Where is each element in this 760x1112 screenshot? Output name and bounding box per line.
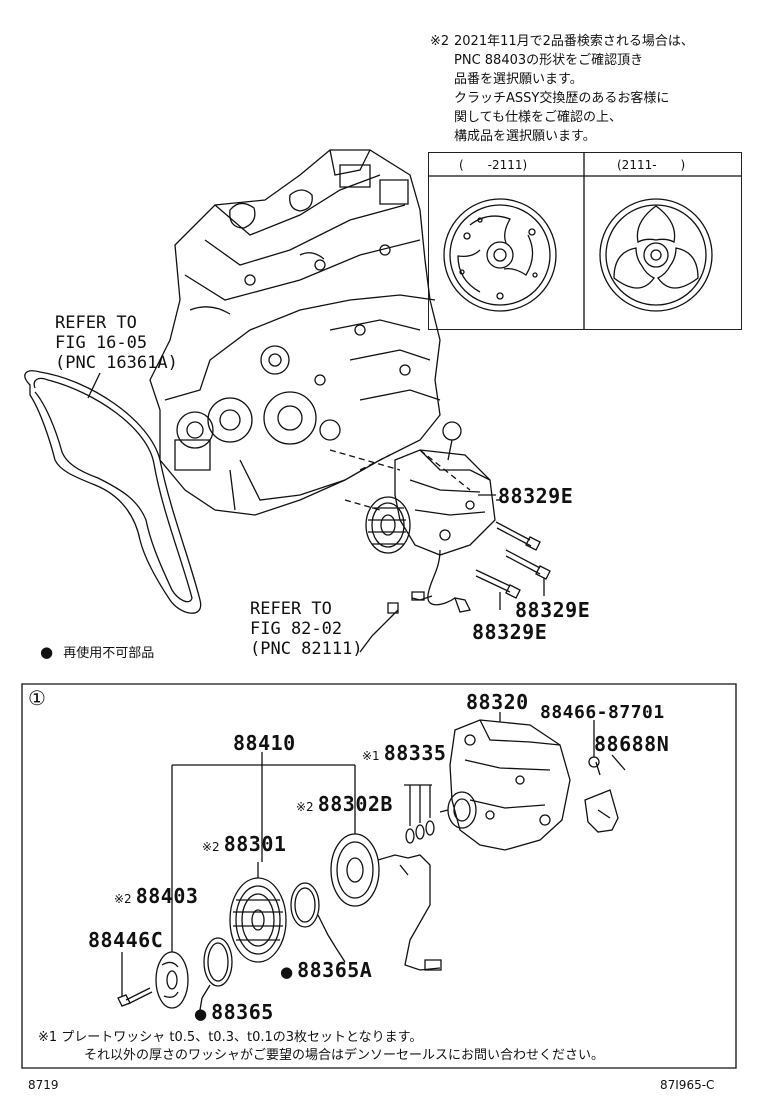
footnote-line-1: ※1 プレートワッシャ t0.5、t0.3、t0.1の3枚セットとなります。 xyxy=(38,1030,423,1045)
assy-88410-bracket xyxy=(172,752,355,900)
clutch-variant-old xyxy=(444,199,556,311)
belt-ref-leader xyxy=(88,373,100,398)
top-note-line-3: 品番を選択願います。 xyxy=(454,72,583,87)
bolt-a-drawing xyxy=(496,522,540,550)
note-mark: ※2 xyxy=(430,34,450,49)
detail-compressor xyxy=(440,720,570,850)
detail-frame-outline xyxy=(22,684,736,1068)
detail-bolt xyxy=(118,952,152,1006)
label-88302b-number: 88302B xyxy=(317,792,393,816)
top-note-line-2: PNC 88403の形状をご確認頂き xyxy=(454,53,644,68)
footer-left: 8719 xyxy=(28,1078,59,1092)
label-88365a-mark: ● xyxy=(280,963,294,981)
legend: ● 再使用不可部品 xyxy=(40,642,154,661)
label-88329e-c: 88329E xyxy=(472,620,548,644)
bolt-c-drawing xyxy=(476,570,520,598)
label-88335-number: 88335 xyxy=(383,741,447,765)
label-88301-number: 88301 xyxy=(223,832,287,856)
belt-ref-line-1: REFER TO xyxy=(55,313,137,333)
variant-left-header: ( -2111) xyxy=(459,158,528,172)
label-88365: ●88365 xyxy=(194,1000,274,1024)
detail-snap-ring xyxy=(291,883,336,948)
top-note-line-6: 構成品を選択願います。 xyxy=(454,129,596,144)
footer-right: 87I965-C xyxy=(660,1078,715,1092)
label-88688n: 88688N xyxy=(594,732,670,756)
variant-right-header: (2111- ) xyxy=(617,158,686,172)
belt-ref-line-3: (PNC 16361A) xyxy=(55,353,178,373)
label-88466-87701: 88466-87701 xyxy=(540,702,665,723)
top-note-line-4: クラッチASSY交換歴のあるお客様に xyxy=(454,91,670,106)
sensor-ref-line-3: (PNC 82111) xyxy=(250,639,363,659)
engine-block xyxy=(150,150,440,515)
label-88403-number: 88403 xyxy=(135,884,199,908)
sensor-ref-line-1: REFER TO xyxy=(250,599,332,619)
bolt-b-drawing xyxy=(506,550,550,579)
sensor-ref-line-2: FIG 82-02 xyxy=(250,619,343,639)
label-88302b-mark: ※2 xyxy=(296,800,314,814)
label-88410: 88410 xyxy=(233,731,296,755)
label-88335-mark: ※1 xyxy=(362,749,380,763)
detail-snap-ring-2 xyxy=(202,938,232,998)
belt-ref-line-2: FIG 16-05 xyxy=(55,333,148,353)
detail-bracket xyxy=(585,755,625,832)
legend-bullet: ● xyxy=(40,643,54,661)
label-88365-mark: ● xyxy=(194,1005,208,1023)
detail-circle: ① xyxy=(28,686,46,710)
label-88301-mark: ※2 xyxy=(202,840,220,854)
label-88320: 88320 xyxy=(466,690,529,714)
label-88446c: 88446C xyxy=(88,928,164,952)
detail-stator xyxy=(331,812,441,970)
label-88365a: ●88365A xyxy=(280,958,372,982)
label-88329e-b: 88329E xyxy=(515,598,591,622)
detail-hub xyxy=(156,900,188,1008)
label-88365-number: 88365 xyxy=(211,1000,274,1024)
top-note-line-5: 関しても仕様をご確認の上、 xyxy=(454,110,622,125)
label-88403-mark: ※2 xyxy=(114,892,132,906)
label-88365a-number: 88365A xyxy=(297,958,373,982)
label-88329e-a: 88329E xyxy=(498,484,574,508)
variant-table: ( -2111) (2111- ) xyxy=(428,152,742,330)
footnote-line-2: それ以外の厚さのワッシャがご要望の場合はデンソーセールスにお問い合わせください。 xyxy=(84,1048,605,1063)
top-note-line-1: 2021年11月で2品番検索される場合は、 xyxy=(454,34,694,49)
drive-belt xyxy=(25,371,201,613)
top-note: ※2 xyxy=(430,32,449,51)
compressor-upper xyxy=(366,422,550,636)
clutch-variant-new xyxy=(600,199,712,311)
legend-text: 再使用不可部品 xyxy=(63,646,155,661)
detail-pulley xyxy=(230,862,286,962)
detail-shims xyxy=(404,785,434,843)
sensor-ref-leader xyxy=(360,636,372,652)
